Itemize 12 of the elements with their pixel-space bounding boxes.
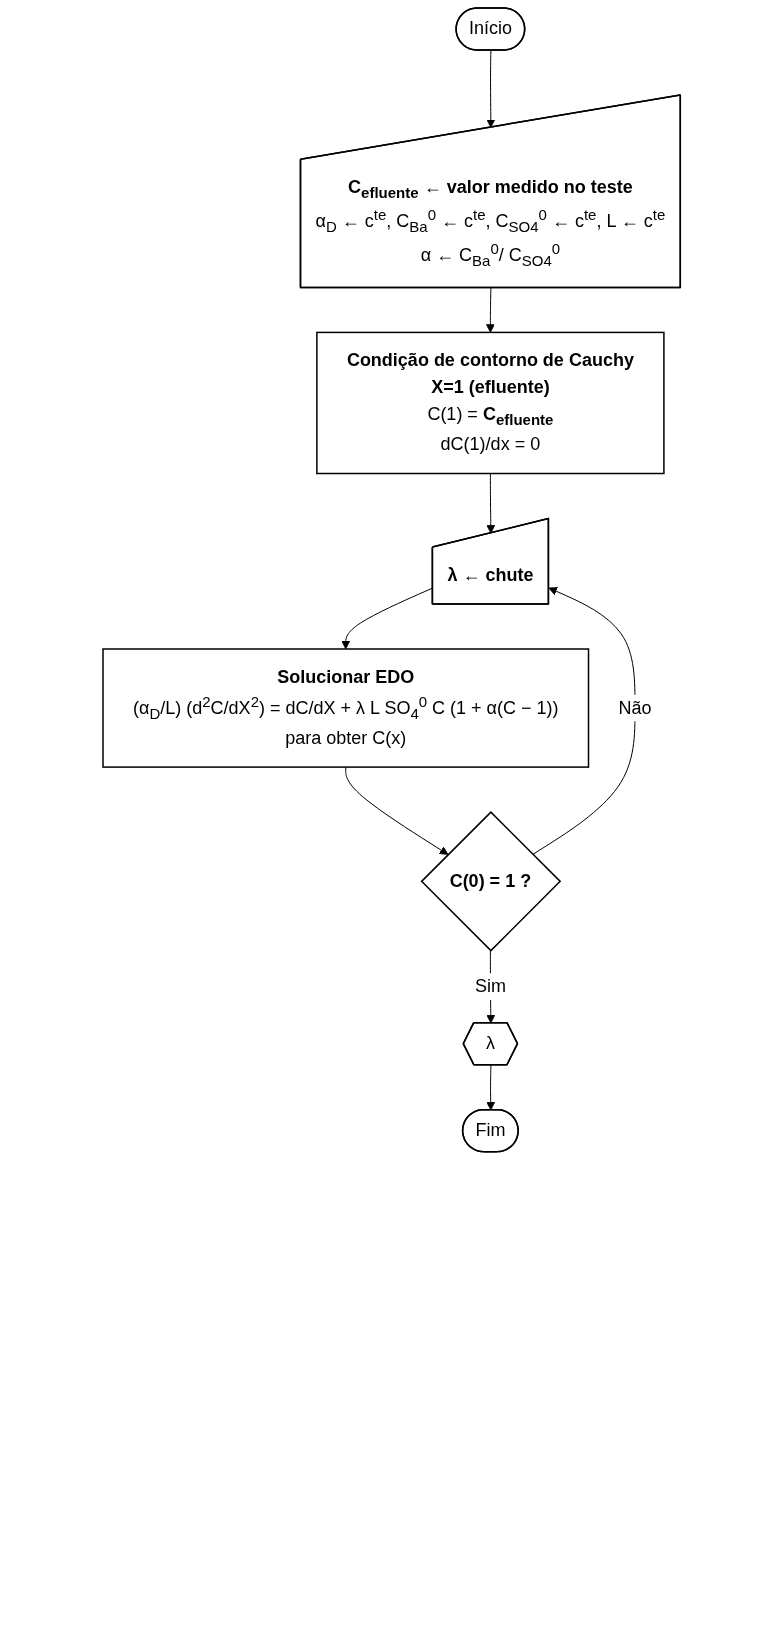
node-box: Solucionar EDO (α$_{D}$/L) (d$^{2}$C/dX$^{2}$) = dC/dX + λ L SO$_{4}$$^{0}$ C (1 + α(C − 1)) para obter C(x) <box>102 648 590 768</box>
arrow <box>486 1064 495 1111</box>
arrow <box>341 587 434 650</box>
node-box: Condição de contorno de Cauchy X=1 (efluente) C(1) = C$_{efluente}$ dC(1)/dx = 0 <box>315 331 665 475</box>
arrow <box>532 587 636 855</box>
edge-label: Sim <box>474 976 506 997</box>
node-diamond: C(0) = 1 ? <box>420 811 562 952</box>
arrow <box>485 287 495 333</box>
arrow <box>345 766 449 855</box>
arrow <box>486 50 496 128</box>
edge-label: Não <box>618 697 652 718</box>
arrow <box>486 473 496 534</box>
